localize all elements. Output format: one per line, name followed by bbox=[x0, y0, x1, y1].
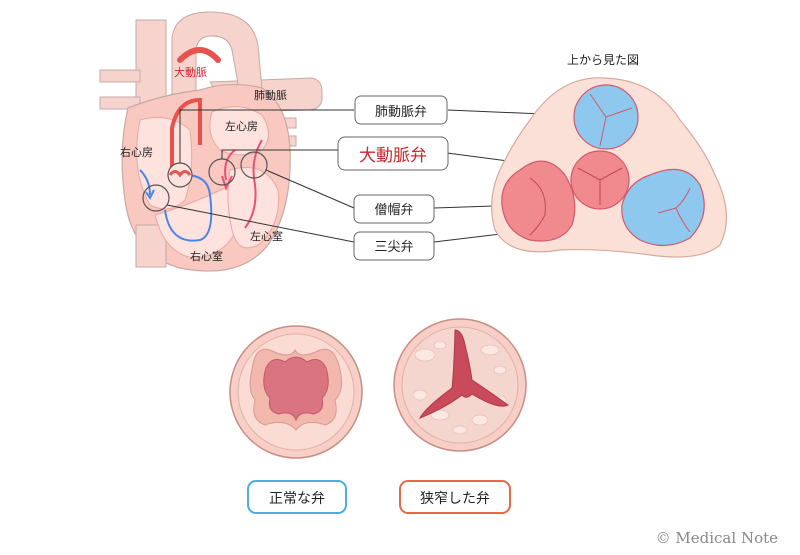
pulmonary-valve-label: 肺動脈弁 bbox=[375, 105, 427, 120]
tricuspid-valve-box: 三尖弁 bbox=[353, 231, 435, 261]
top-view-illustration bbox=[491, 77, 728, 258]
top-tricuspid-valve bbox=[621, 168, 705, 247]
top-mitral-valve bbox=[501, 160, 576, 242]
connector-tricuspid bbox=[166, 204, 355, 243]
aorta-label: 大動脈 bbox=[174, 65, 207, 79]
copyright-text: © Medical Note bbox=[656, 529, 778, 547]
left-atrium-label: 左心房 bbox=[225, 120, 258, 133]
top-pulmonary-valve bbox=[573, 84, 639, 150]
tricuspid-valve-marker bbox=[142, 184, 170, 212]
connector-aortic bbox=[221, 149, 338, 159]
pulmonary-artery-label: 肺動脈 bbox=[254, 88, 287, 102]
connector-mitral bbox=[265, 169, 355, 209]
normal-valve-illustration bbox=[229, 325, 363, 459]
normal-valve-label: 正常な弁 bbox=[269, 491, 325, 507]
connector-pulmonary bbox=[179, 109, 354, 163]
top-aortic-valve bbox=[570, 150, 630, 210]
aorta-highlight bbox=[177, 47, 221, 63]
stenotic-valve-label: 狭窄した弁 bbox=[420, 490, 490, 507]
right-ventricle-label: 右心室 bbox=[190, 249, 223, 263]
aortic-valve-label: 大動脈弁 bbox=[359, 146, 427, 166]
flow-arrow-red-2 bbox=[224, 149, 236, 181]
heart-illustration bbox=[99, 11, 323, 272]
calcification-spots bbox=[412, 340, 507, 435]
left-ventricle-label: 左心室 bbox=[250, 229, 283, 243]
tricuspid-valve-label: 三尖弁 bbox=[374, 240, 413, 255]
top-view-label: 上から見た図 bbox=[567, 53, 639, 67]
aorta bbox=[171, 11, 263, 96]
normal-valve-opening bbox=[263, 356, 329, 422]
pulmonary-valve-box: 肺動脈弁 bbox=[354, 95, 448, 125]
mitral-valve-box: 僧帽弁 bbox=[353, 194, 435, 224]
stenotic-valve-box: 狭窄した弁 bbox=[399, 480, 511, 514]
stenotic-valve-illustration bbox=[393, 318, 527, 452]
right-atrium-label: 右心房 bbox=[120, 145, 153, 159]
aortic-valve-box: 大動脈弁 bbox=[337, 136, 449, 171]
flow-arrow-blue-1 bbox=[139, 169, 151, 196]
aortic-root-highlight bbox=[170, 97, 202, 170]
mitral-valve-label: 僧帽弁 bbox=[374, 202, 413, 218]
mitral-valve-marker bbox=[240, 151, 268, 179]
flow-arrow-blue-2 bbox=[164, 174, 213, 242]
normal-valve-box: 正常な弁 bbox=[247, 480, 347, 514]
stenotic-valve-opening bbox=[418, 329, 509, 419]
